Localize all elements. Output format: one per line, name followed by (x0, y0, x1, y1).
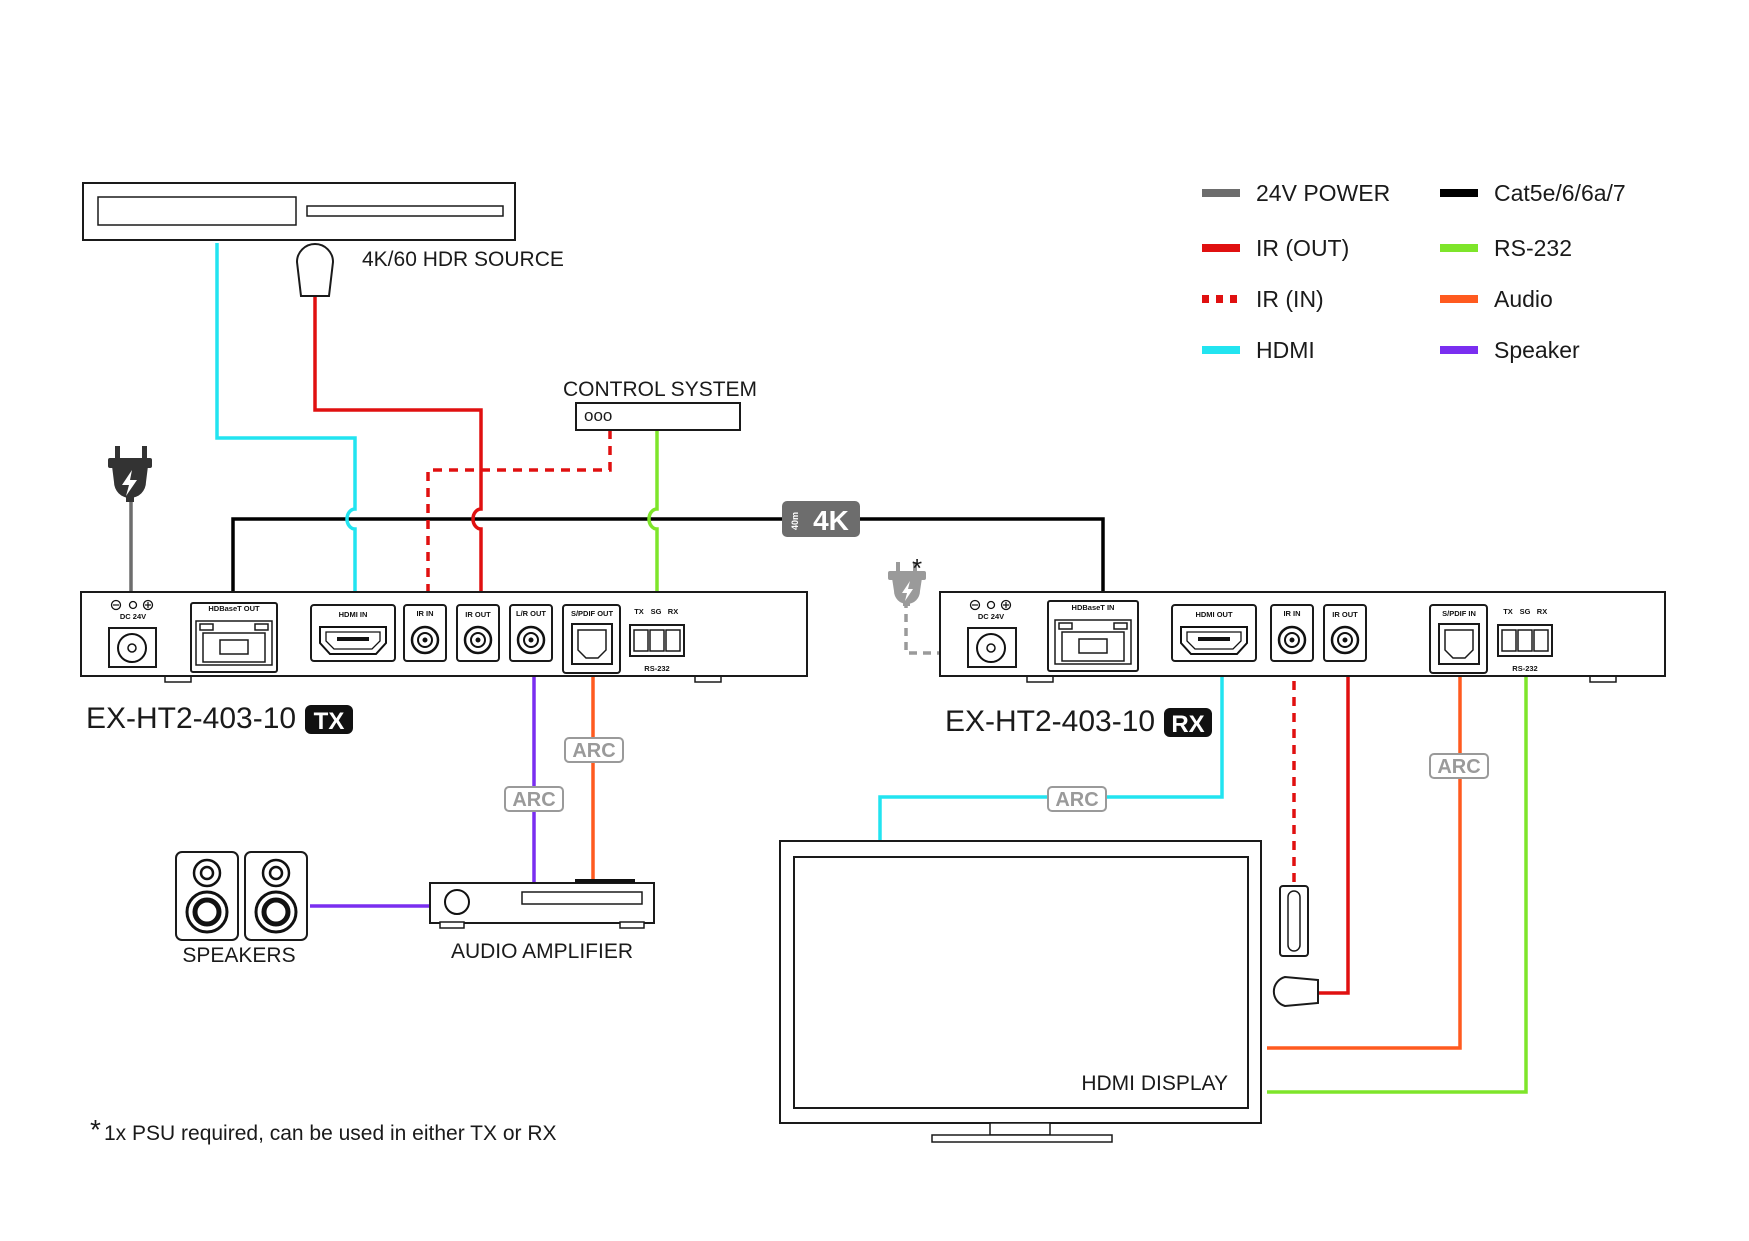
rx-ir-out-wire (1313, 660, 1350, 995)
svg-text:RS-232: RS-232 (644, 664, 669, 673)
svg-text:RX: RX (1537, 607, 1547, 616)
svg-text:IR OUT: IR OUT (1332, 610, 1358, 619)
hdr-source-device (82, 182, 516, 241)
svg-text:RX: RX (668, 607, 678, 616)
tx-power-plug-icon (108, 446, 152, 502)
svg-text:S/PDIF OUT: S/PDIF OUT (571, 609, 614, 618)
rx-dc-port: DC 24V (967, 599, 1017, 668)
cat-cable (231, 517, 1105, 650)
ir-out-tx-wire (313, 292, 483, 650)
arc-tag-rx-hdmi: ARC (1047, 786, 1107, 812)
rx-unit: DC 24V HDBaseT IN HDMI OUT IR IN (939, 591, 1666, 683)
hdmi-display-device (779, 840, 1262, 1143)
arc-tag-tx-speaker: ARC (504, 786, 564, 812)
svg-text:HDMI OUT: HDMI OUT (1195, 610, 1232, 619)
ir-receiver-icon (1279, 885, 1309, 957)
legend-label: IR (OUT) (1256, 235, 1349, 261)
speakers-device (175, 851, 308, 941)
svg-text:RX: RX (1171, 711, 1204, 738)
svg-text:DC 24V: DC 24V (120, 612, 146, 621)
rx-spdif-wire (1267, 665, 1462, 1050)
rx-model-label: EX-HT2-403-10 (945, 705, 1155, 738)
rs232-tx-wire (647, 430, 659, 650)
footnote-text: 1x PSU required, can be used in either T… (104, 1122, 557, 1145)
svg-text:S/PDIF IN: S/PDIF IN (1442, 609, 1476, 618)
rx-power-plug-icon (888, 562, 926, 606)
svg-text:TX: TX (1503, 607, 1513, 616)
tx-hdbaset-port: HDBaseT OUT (190, 602, 278, 673)
tx-hdmi-in-port: HDMI IN (310, 604, 396, 662)
svg-text:RS-232: RS-232 (1512, 664, 1537, 673)
legend: 24V POWER Cat5e/6/6a/7 IR (OUT) RS-232 IR (I… (1202, 180, 1626, 363)
legend-label: RS-232 (1494, 235, 1572, 261)
rx-spdif-in-port: S/PDIF IN (1429, 604, 1488, 674)
ir-emitter-display-icon (1272, 975, 1319, 1008)
svg-text:HDMI IN: HDMI IN (339, 610, 368, 619)
amplifier-label: AUDIO AMPLIFIER (451, 940, 633, 963)
tx-spdif-out-port: S/PDIF OUT (562, 604, 621, 674)
svg-text:ARC: ARC (512, 789, 555, 811)
svg-text:L/R OUT: L/R OUT (516, 609, 546, 618)
distance-badge-label: 4K (813, 505, 849, 536)
ir-emitter-source (295, 243, 335, 297)
hdmi-source-wire (215, 243, 357, 650)
tx-rs232-port: TX SG RX RS-232 (629, 607, 685, 673)
rx-ir-in-port: IR IN (1270, 604, 1314, 662)
distance-badge: 40m 4K (782, 501, 860, 537)
footnote-asterisk: * (90, 1114, 101, 1145)
svg-text:ARC: ARC (572, 740, 615, 762)
speakers-label: SPEAKERS (182, 944, 295, 967)
svg-text:HDBaseT IN: HDBaseT IN (1072, 603, 1115, 612)
svg-text:TX: TX (314, 708, 345, 735)
legend-label: Speaker (1494, 337, 1580, 363)
tx-model-label: EX-HT2-403-10 (86, 702, 296, 735)
rx-power-wire (904, 600, 968, 655)
display-label: HDMI DISPLAY (1081, 1072, 1228, 1095)
tx-ir-in-port: IR IN (403, 604, 447, 662)
tx-badge: TX (305, 705, 353, 735)
control-system-device: ooo (575, 402, 741, 431)
audio-amplifier-device (429, 879, 655, 929)
rx-hdmi-out-port: HDMI OUT (1171, 604, 1257, 662)
rx-badge: RX (1164, 708, 1212, 738)
svg-text:IR OUT: IR OUT (465, 610, 491, 619)
rx-psu-asterisk: * (912, 553, 922, 583)
distance-sub-label: 40m (790, 512, 800, 530)
arc-tag-tx-audio: ARC (564, 737, 624, 763)
rx-rs232-port: TX SG RX RS-232 (1497, 607, 1553, 673)
arc-tag-rx-audio: ARC (1429, 753, 1489, 779)
source-label: 4K/60 HDR SOURCE (362, 248, 564, 271)
svg-text:DC 24V: DC 24V (978, 612, 1004, 621)
control-ports: ooo (584, 406, 612, 425)
legend-label: Audio (1494, 286, 1553, 312)
legend-label: HDMI (1256, 337, 1315, 363)
legend-label: IR (IN) (1256, 286, 1324, 312)
tx-unit: DC 24V HDBaseT OUT HDMI IN IR IN (80, 591, 808, 683)
svg-text:ARC: ARC (1055, 789, 1098, 811)
svg-text:ARC: ARC (1437, 756, 1480, 778)
svg-text:TX: TX (634, 607, 644, 616)
tx-ir-out-port: IR OUT (456, 604, 500, 662)
rx-rs232-wire (1267, 660, 1528, 1094)
tx-lr-out-port: L/R OUT (509, 604, 553, 662)
tx-dc-port: DC 24V (108, 599, 157, 668)
rx-hdbaset-port: HDBaseT IN (1047, 600, 1139, 672)
control-system-label: CONTROL SYSTEM (563, 378, 757, 401)
svg-text:SG: SG (651, 607, 662, 616)
legend-label: 24V POWER (1256, 180, 1390, 206)
svg-text:IR IN: IR IN (416, 609, 433, 618)
rx-ir-out-port: IR OUT (1323, 604, 1367, 662)
ir-in-tx-wire (426, 430, 612, 650)
svg-text:SG: SG (1520, 607, 1531, 616)
rx-hdmi-wire (878, 665, 1224, 841)
svg-text:HDBaseT OUT: HDBaseT OUT (208, 604, 260, 613)
svg-text:IR IN: IR IN (1283, 609, 1300, 618)
legend-label: Cat5e/6/6a/7 (1494, 180, 1626, 206)
